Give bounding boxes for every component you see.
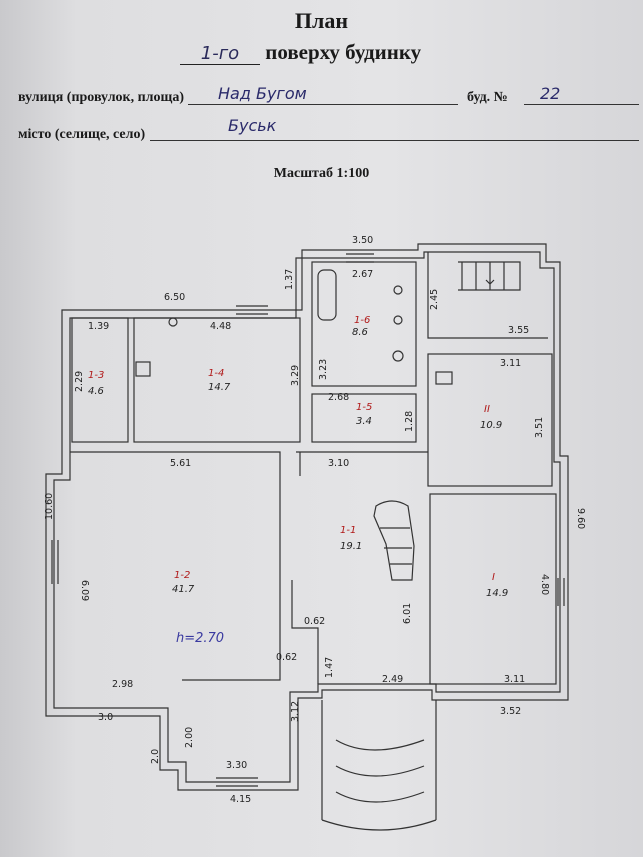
room-area-1-6: 8.6 bbox=[352, 327, 368, 338]
stair-spiral bbox=[373, 500, 415, 581]
dim-351: 3.51 bbox=[534, 417, 545, 438]
dim-323: 3.23 bbox=[318, 359, 329, 380]
floor-subtitle: 1-го поверху будинку bbox=[180, 40, 421, 65]
dim-137: 1.37 bbox=[284, 269, 295, 290]
dim-062a: 0.62 bbox=[304, 616, 325, 627]
dim-147: 1.47 bbox=[324, 657, 335, 678]
room-area-1-5: 3.4 bbox=[356, 416, 372, 427]
dim-311a: 3.11 bbox=[500, 358, 521, 369]
room-id-1-2: 1-2 bbox=[174, 570, 190, 581]
stair-room-wall bbox=[427, 252, 548, 339]
dim-267: 2.67 bbox=[352, 269, 373, 280]
dim-139: 1.39 bbox=[88, 321, 109, 332]
dim-310: 3.10 bbox=[328, 458, 349, 469]
street-value: Над Бугом bbox=[218, 84, 307, 103]
city-underline bbox=[150, 140, 639, 141]
house-value: 22 bbox=[540, 84, 561, 103]
dim-960: 9.60 bbox=[575, 508, 586, 529]
city-value: Буськ bbox=[228, 116, 277, 135]
corridor-wall bbox=[296, 451, 428, 476]
room-area-i: 14.9 bbox=[486, 588, 508, 599]
walls bbox=[45, 243, 569, 831]
dim-311b: 3.11 bbox=[504, 674, 525, 685]
dim-415: 4.15 bbox=[230, 794, 251, 805]
room-area-ii: 10.9 bbox=[480, 420, 502, 431]
toilet bbox=[392, 350, 404, 362]
room-1-5-wall bbox=[311, 393, 417, 443]
dim-249: 2.49 bbox=[382, 674, 403, 685]
stove-ii bbox=[435, 371, 453, 385]
city-label: місто (селище, село) bbox=[18, 127, 146, 142]
floor-suffix: поверху будинку bbox=[265, 40, 422, 64]
room-id-i: I bbox=[492, 572, 495, 583]
dim-561: 5.61 bbox=[170, 458, 191, 469]
dim-245: 2.45 bbox=[429, 289, 440, 310]
hall-wall bbox=[70, 451, 281, 681]
room-id-1-6: 1-6 bbox=[354, 315, 370, 326]
room-id-1-4: 1-4 bbox=[208, 368, 224, 379]
dim-330: 3.30 bbox=[226, 760, 247, 771]
street-underline bbox=[188, 104, 458, 105]
room-area-1-1: 19.1 bbox=[340, 541, 362, 552]
house-label: буд. № bbox=[467, 90, 508, 105]
street-label: вулиця (провулок, площа) bbox=[18, 90, 185, 105]
dim-298: 2.98 bbox=[112, 679, 133, 690]
room-area-1-4: 14.7 bbox=[208, 382, 231, 393]
height-note: h=2.70 bbox=[176, 631, 224, 646]
dim-062b: 0.62 bbox=[276, 652, 297, 663]
dim-20: 2.0 bbox=[150, 749, 161, 764]
room-id-ii: II bbox=[484, 404, 490, 415]
stair-wall bbox=[291, 580, 319, 684]
sink-a bbox=[393, 285, 403, 295]
bathtub bbox=[317, 269, 337, 321]
dim-448: 4.48 bbox=[210, 321, 231, 332]
room-id-1-1: 1-1 bbox=[340, 525, 356, 536]
dim-268: 2.68 bbox=[328, 392, 349, 403]
dim-601: 6.01 bbox=[402, 603, 413, 624]
dim-352: 3.52 bbox=[500, 706, 521, 717]
dim-312: 3.12 bbox=[290, 701, 301, 722]
windows bbox=[51, 253, 565, 787]
outer-wall bbox=[45, 243, 569, 791]
inner-outline bbox=[53, 251, 561, 783]
room-1-4-wall bbox=[133, 317, 301, 443]
dim-650: 6.50 bbox=[164, 292, 185, 303]
dim-top: 3.50 bbox=[352, 235, 373, 246]
room-ii-wall bbox=[427, 353, 553, 487]
room-id-1-3: 1-3 bbox=[88, 370, 104, 381]
house-underline bbox=[524, 104, 639, 105]
room-i-wall bbox=[429, 493, 557, 685]
dim-229: 2.29 bbox=[74, 371, 85, 392]
dim-1060: 10.60 bbox=[44, 493, 55, 520]
room-1-3-wall bbox=[71, 317, 129, 443]
stove bbox=[135, 361, 151, 377]
dim-329: 3.29 bbox=[290, 365, 301, 386]
floor-value: 1-го bbox=[180, 43, 260, 65]
vent bbox=[168, 317, 178, 327]
stair-top-right bbox=[458, 261, 521, 291]
document-title: План bbox=[294, 8, 349, 33]
sink-b bbox=[393, 315, 403, 325]
room-area-1-3: 4.6 bbox=[88, 386, 104, 397]
dim-480: 4.80 bbox=[539, 574, 550, 595]
dim-355: 3.55 bbox=[508, 325, 529, 336]
dim-30: 3.0 bbox=[98, 712, 113, 723]
dim-128: 1.28 bbox=[404, 411, 415, 432]
room-id-1-5: 1-5 bbox=[356, 402, 372, 413]
room-area-1-2: 41.7 bbox=[172, 584, 195, 595]
dim-609: 6.09 bbox=[79, 580, 90, 601]
scale-label: Масштаб 1:100 bbox=[273, 166, 370, 181]
porch bbox=[321, 700, 437, 831]
dim-200: 2.00 bbox=[184, 727, 195, 748]
